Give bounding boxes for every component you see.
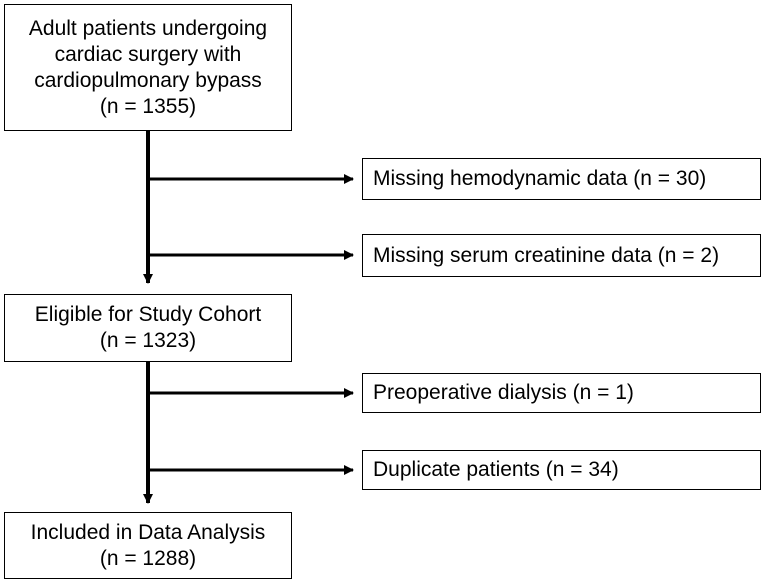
exclusion-box-duplicates: Duplicate patients (n = 34): [362, 450, 761, 490]
box-text-line: (n = 1288): [99, 546, 197, 570]
exclusion-box-hemodynamic: Missing hemodynamic data (n = 30): [362, 158, 761, 200]
box-text-line: cardiac surgery with: [54, 42, 242, 66]
exclusion-label: Missing serum creatinine data (n = 2): [373, 243, 720, 267]
box-text-line: cardiopulmonary bypass: [34, 68, 262, 92]
included-analysis-box: Included in Data Analysis (n = 1288): [4, 512, 292, 579]
eligible-cohort-box: Eligible for Study Cohort (n = 1323): [4, 294, 292, 362]
initial-cohort-box: Adult patients undergoing cardiac surger…: [4, 4, 292, 131]
box-text-line: (n = 1323): [99, 329, 197, 352]
box-text-line: (n = 1355): [99, 94, 197, 118]
exclusion-box-dialysis: Preoperative dialysis (n = 1): [362, 373, 761, 413]
exclusion-label: Preoperative dialysis (n = 1): [373, 381, 634, 404]
exclusion-box-creatinine: Missing serum creatinine data (n = 2): [362, 234, 761, 277]
box-text-line: Included in Data Analysis: [30, 520, 266, 544]
exclusion-label: Duplicate patients (n = 34): [373, 458, 619, 481]
box-text-line: Eligible for Study Cohort: [34, 303, 262, 326]
box-text-line: Adult patients undergoing: [28, 16, 268, 40]
exclusion-label: Missing hemodynamic data (n = 30): [373, 167, 707, 190]
